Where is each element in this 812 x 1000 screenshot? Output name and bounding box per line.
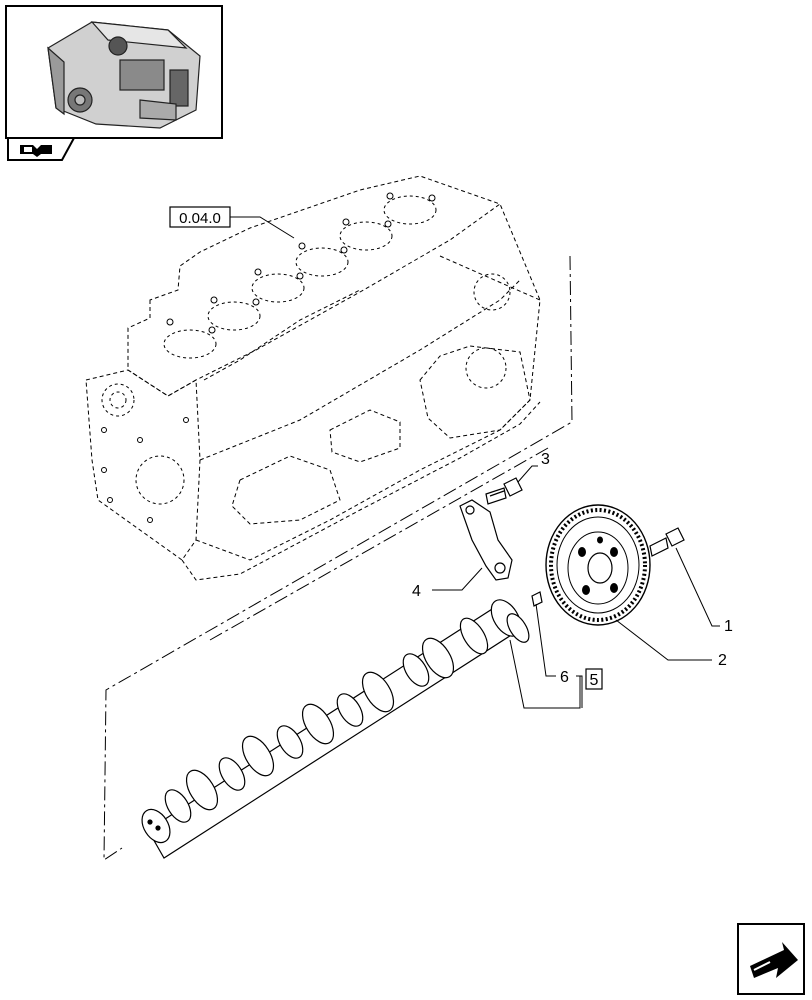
callout-6: 6 xyxy=(560,669,569,686)
camshaft-gear-part-2[interactable] xyxy=(545,504,651,626)
camshaft xyxy=(141,599,530,859)
dowel-pin-part-6[interactable] xyxy=(531,591,543,607)
bolt-part-1[interactable] xyxy=(649,527,685,557)
block-bolt-holes xyxy=(101,192,436,523)
kit-box[interactable]: 5 xyxy=(585,668,603,690)
callout-3: 3 xyxy=(541,451,550,468)
bolt-part-3[interactable] xyxy=(485,477,523,505)
reference-box[interactable]: 0.04.0 xyxy=(169,206,231,228)
next-page-arrow-icon[interactable] xyxy=(737,923,805,995)
engine-block xyxy=(85,175,541,581)
callout-leaders xyxy=(432,465,720,709)
book-icon xyxy=(20,145,52,157)
book-tab[interactable] xyxy=(7,137,76,161)
reference-leader xyxy=(230,216,295,239)
bracket-part-4[interactable] xyxy=(459,499,513,581)
callout-1: 1 xyxy=(724,618,733,635)
callout-2: 2 xyxy=(718,652,727,669)
cylinder-bores xyxy=(101,195,511,505)
assembly-centerlines xyxy=(103,255,573,861)
reference-label: 0.04.0 xyxy=(179,210,221,227)
engine-thumbnail-icon[interactable] xyxy=(5,5,223,139)
callout-4: 4 xyxy=(412,583,421,600)
kit-box-label: 5 xyxy=(590,672,599,689)
